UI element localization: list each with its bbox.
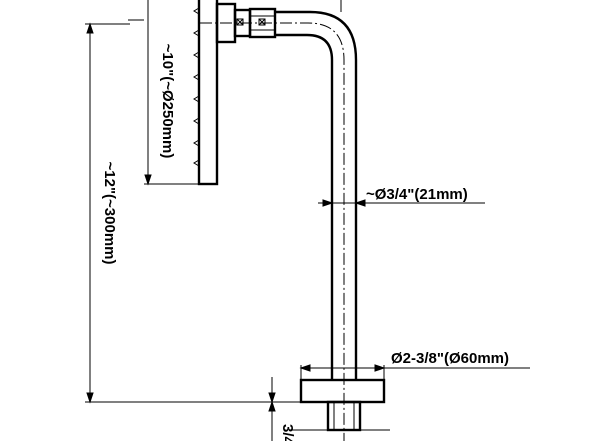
shower-head-nozzles	[193, 7, 200, 167]
shower-arm-pipe	[200, 0, 358, 441]
flange-diameter-label: Ø2-3/8"(Ø60mm)	[391, 350, 509, 367]
dimension-head-diameter	[128, 0, 200, 186]
pipe-outer-wall	[275, 10, 358, 380]
pipe-inner-wall	[275, 33, 334, 380]
head-diameter-label: ~10"(~Ø250mm)	[159, 44, 176, 159]
pipe-centerline	[200, 22, 345, 441]
shower-head	[193, 0, 277, 186]
connection-thread-label: 3/4"	[279, 424, 296, 441]
dimension-arm-height	[85, 22, 301, 404]
arm-height-label: ~12"(~300mm)	[101, 161, 118, 264]
arm-diameter-label: ~Ø3/4"(21mm)	[366, 186, 468, 203]
dimension-flange-diameter	[299, 364, 530, 380]
wall-flange	[290, 378, 390, 432]
swivel-cross-marks	[236, 18, 266, 26]
dimension-arm-diameter	[318, 199, 485, 207]
dimension-connection-thread	[268, 377, 290, 441]
flange-body	[299, 378, 386, 404]
shower-head-plate	[197, 0, 219, 186]
